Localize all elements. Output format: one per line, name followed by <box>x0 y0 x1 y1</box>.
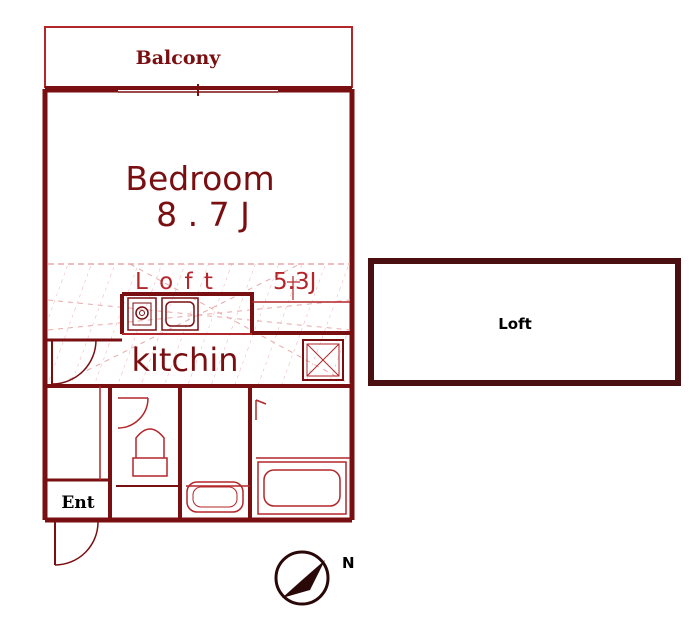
bathtub-icon <box>257 461 347 515</box>
loft-strip: L o f t 5.3J <box>47 263 351 385</box>
kitchen-label: kitchin <box>131 341 238 379</box>
toilet-room <box>116 386 182 520</box>
bedroom-label: Bedroom <box>125 159 274 198</box>
stove-icon <box>127 297 157 331</box>
bedroom-size: 8 . 7 J <box>156 195 250 234</box>
entrance-area: Ent <box>45 386 112 566</box>
washroom <box>186 386 252 520</box>
bedroom: Bedroom 8 . 7 J <box>125 159 274 234</box>
entrance-label: Ent <box>61 493 94 513</box>
balcony-label: Balcony <box>136 47 222 69</box>
bathroom <box>255 399 350 515</box>
appliance-icon <box>302 339 344 381</box>
sink-icon <box>161 297 199 331</box>
compass-icon: N <box>274 550 355 606</box>
outer-walls <box>42 84 355 523</box>
toilet-icon <box>132 428 168 477</box>
kitchen: kitchin <box>45 292 350 385</box>
loft-box-label: Loft <box>498 315 532 333</box>
balcony: Balcony <box>44 26 353 88</box>
north-label: N <box>342 554 355 572</box>
washbasin-icon <box>186 481 244 513</box>
loft-box: Loft <box>368 258 681 386</box>
loft-strip-label: L o f t <box>135 269 215 295</box>
